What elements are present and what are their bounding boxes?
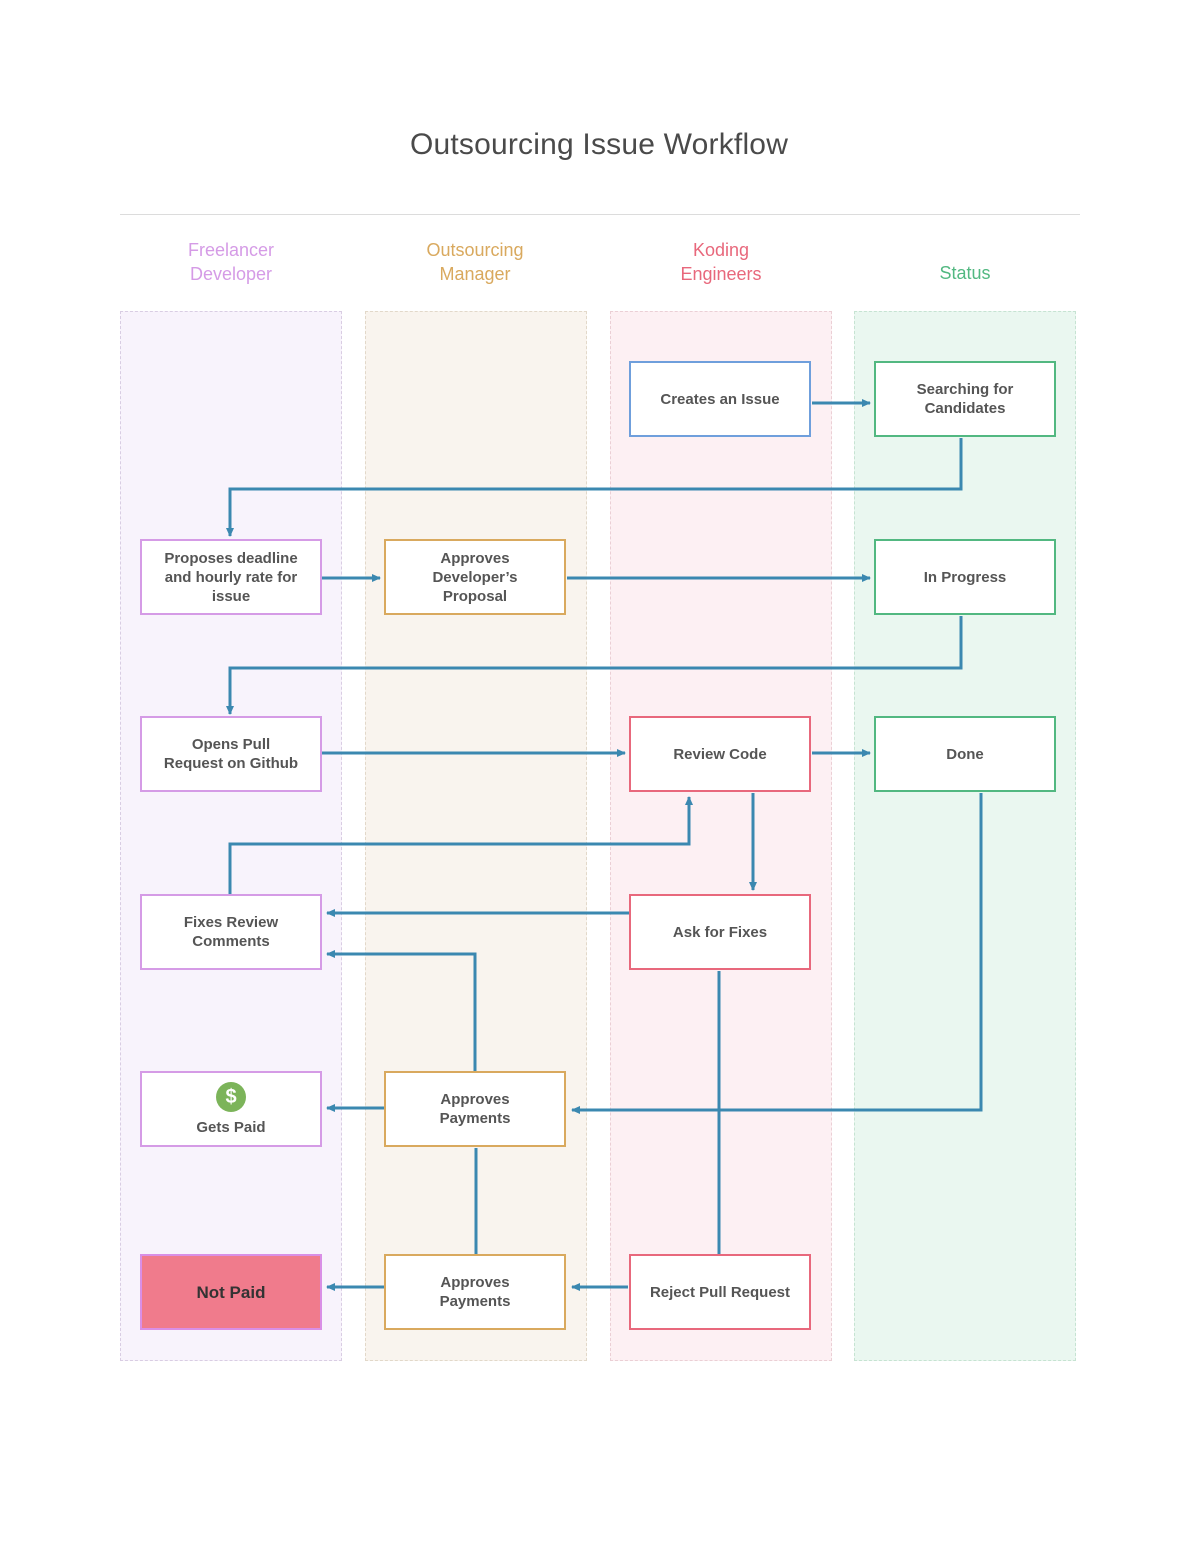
node-approves-payments-1: Approves Payments <box>384 1071 566 1147</box>
arrow-searching-to-proposes <box>226 438 963 537</box>
lane-header-status: Status <box>939 263 991 283</box>
arrow-approvepay-to-fixes <box>326 950 477 1071</box>
title-divider <box>120 214 1080 215</box>
node-approves-payments-2: Approves Payments <box>384 1254 566 1330</box>
node-approves-proposal: Approves Developer’s Proposal <box>384 539 566 615</box>
node-done: Done <box>874 716 1056 792</box>
node-creates-issue: Creates an Issue <box>629 361 811 437</box>
page-title: Outsourcing Issue Workflow <box>409 128 789 161</box>
arrow-fixes-to-review <box>228 796 693 894</box>
dollar-icon: $ <box>216 1081 246 1112</box>
arrow-done-to-approvepay <box>571 793 983 1114</box>
node-reject-pull-request: Reject Pull Request <box>629 1254 811 1330</box>
node-opens-pull-request: Opens Pull Request on Github <box>140 716 322 792</box>
lane-status <box>854 311 1076 1361</box>
lane-engineers <box>610 311 832 1361</box>
arrow-inprogress-to-openspr <box>226 616 963 715</box>
lane-freelancer <box>120 311 342 1361</box>
node-review-code: Review Code <box>629 716 811 792</box>
node-searching-candidates: Searching for Candidates <box>874 361 1056 437</box>
node-in-progress: In Progress <box>874 539 1056 615</box>
node-fixes-review-comments: Fixes Review Comments <box>140 894 322 970</box>
node-not-paid: Not Paid <box>140 1254 322 1330</box>
node-proposes-deadline: Proposes deadline and hourly rate for is… <box>140 539 322 615</box>
node-ask-for-fixes: Ask for Fixes <box>629 894 811 970</box>
node-gets-paid: $ Gets Paid <box>140 1071 322 1147</box>
